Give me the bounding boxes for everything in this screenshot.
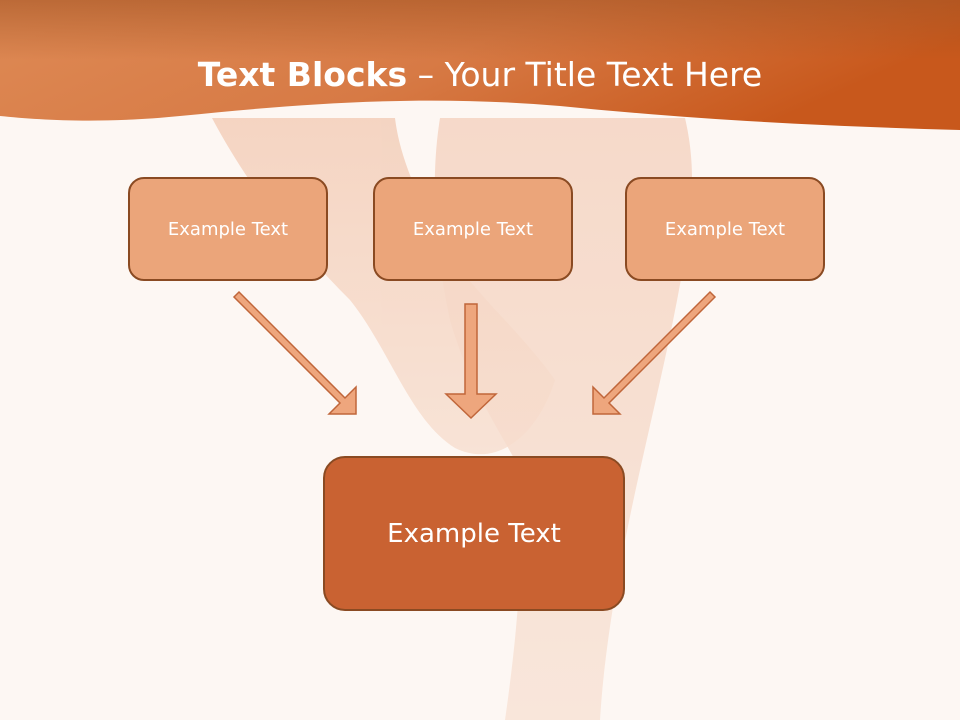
text-block-label: Example Text [412,218,534,240]
arrow-left-diagonal [232,290,357,415]
arrow-center-down [444,303,498,420]
text-block-right[interactable]: Example Text [625,177,825,281]
text-block-left[interactable]: Example Text [128,177,328,281]
text-block-center[interactable]: Example Text [373,177,573,281]
text-block-label: Example Text [167,218,289,240]
arrow-right-diagonal [592,290,717,415]
target-block-label: Example Text [387,518,561,549]
title-rest: Your Title Text Here [444,55,763,94]
slide-title: Text Blocks – Your Title Text Here [0,50,960,100]
title-bold: Text Blocks [197,55,408,94]
target-block[interactable]: Example Text [323,456,625,611]
text-block-label: Example Text [664,218,786,240]
title-dash: – [417,55,435,94]
